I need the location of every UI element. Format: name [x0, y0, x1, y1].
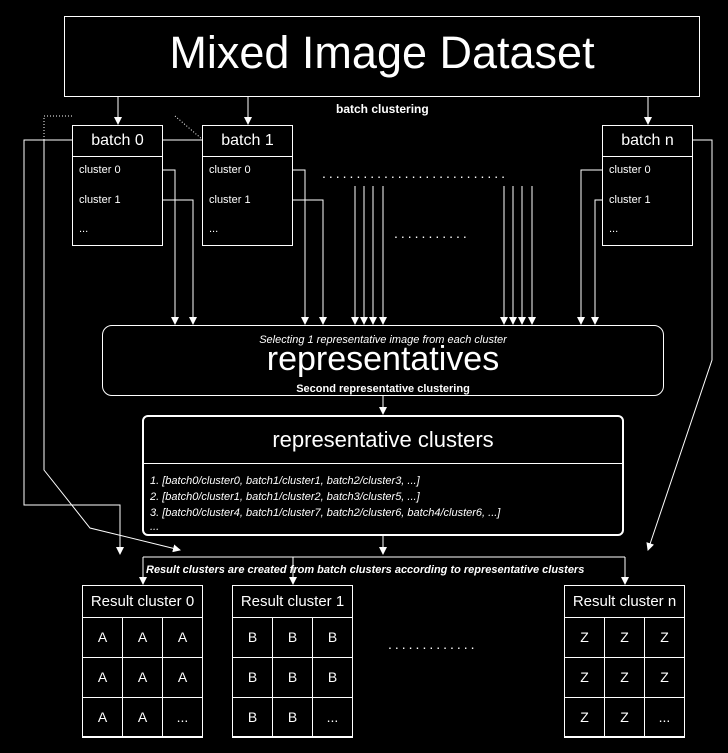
result-cell: A	[82, 657, 123, 698]
result-cell: A	[162, 617, 203, 658]
result-cluster-n-title: Result cluster n	[572, 593, 677, 610]
result-cell: B	[272, 697, 313, 738]
batch-n-box: batch n cluster 0 cluster 1 ...	[602, 125, 693, 246]
result-cell: B	[232, 697, 273, 738]
batch-0-cluster-1: cluster 1	[79, 194, 121, 206]
result-cell: B	[272, 657, 313, 698]
representative-clusters-box: representative clusters 1. [batch0/clust…	[142, 415, 624, 536]
batches-ellipsis-mid: ...........	[394, 225, 470, 241]
result-cell: A	[82, 697, 123, 738]
representatives-box: Selecting 1 representative image from ea…	[102, 325, 664, 396]
result-note: Result clusters are created from batch c…	[146, 564, 585, 576]
result-cell: B	[312, 657, 353, 698]
batch-0-cluster-0: cluster 0	[79, 164, 121, 176]
result-cell: Z	[644, 657, 685, 698]
representative-clusters-title: representative clusters	[144, 417, 622, 464]
dataset-title: Mixed Image Dataset	[169, 27, 595, 78]
batch-1-cluster-0: cluster 0	[209, 164, 251, 176]
rep-cluster-line-3: 3. [batch0/cluster4, batch1/cluster7, ba…	[150, 507, 501, 519]
batch-1-box: batch 1 cluster 0 cluster 1 ...	[202, 125, 293, 246]
result-cell: A	[122, 617, 163, 658]
batch-0-box: batch 0 cluster 0 cluster 1 ...	[72, 125, 163, 246]
batch-n-cluster-0: cluster 0	[609, 164, 651, 176]
result-cell: ...	[162, 697, 203, 738]
result-cell: A	[122, 697, 163, 738]
results-ellipsis: .............	[388, 636, 478, 652]
result-cluster-0-title: Result cluster 0	[90, 593, 195, 610]
result-cell: B	[232, 657, 273, 698]
result-cluster-1-title: Result cluster 1	[240, 593, 345, 610]
batches-ellipsis-top: ...........................	[322, 165, 509, 181]
result-cell: B	[232, 617, 273, 658]
result-cell: A	[162, 657, 203, 698]
result-cell: Z	[564, 697, 605, 738]
result-cell: Z	[564, 657, 605, 698]
dataset-box: Mixed Image Dataset	[64, 16, 700, 97]
result-cell: B	[312, 617, 353, 658]
result-cell: Z	[604, 617, 645, 658]
batch-0-title: batch 0	[73, 126, 162, 157]
batch-1-cluster-1: cluster 1	[209, 194, 251, 206]
batch-n-title: batch n	[603, 126, 692, 157]
batch-1-more: ...	[209, 223, 219, 235]
result-cell: Z	[644, 617, 685, 658]
result-cell: ...	[644, 697, 685, 738]
rep-cluster-line-2: 2. [batch0/cluster1, batch1/cluster2, ba…	[150, 491, 420, 503]
result-cell: Z	[604, 657, 645, 698]
representatives-title: representatives	[266, 340, 500, 378]
result-cell: ...	[312, 697, 353, 738]
result-cell: Z	[604, 697, 645, 738]
rep-cluster-line-more: ...	[150, 521, 160, 533]
batch-n-cluster-1: cluster 1	[609, 194, 651, 206]
result-cell: A	[82, 617, 123, 658]
selecting-label: Selecting 1 representative image from ea…	[259, 334, 507, 346]
second-clustering-label: Second representative clustering	[296, 383, 470, 395]
result-cell: Z	[564, 617, 605, 658]
batch-0-more: ...	[79, 223, 89, 235]
result-cell: A	[122, 657, 163, 698]
batch-n-more: ...	[609, 223, 619, 235]
result-cell: B	[272, 617, 313, 658]
batch-clustering-label: batch clustering	[336, 102, 429, 116]
batch-1-title: batch 1	[203, 126, 292, 157]
rep-cluster-line-1: 1. [batch0/cluster0, batch1/cluster1, ba…	[150, 475, 420, 487]
